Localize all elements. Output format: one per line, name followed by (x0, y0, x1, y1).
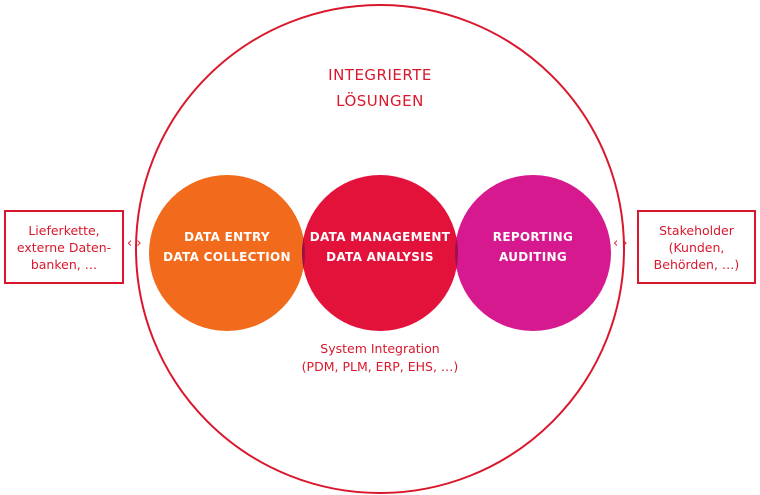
system-integration-list: (PDM, PLM, ERP, EHS, …) (301, 359, 459, 374)
outer-circle (135, 4, 625, 494)
supply-chain-line-2: externe Daten- (16, 239, 112, 255)
left-connector-chevrons: ‹ › (127, 236, 142, 251)
stakeholder-line-1: Stakeholder (659, 222, 734, 238)
system-integration-title: System Integration (320, 341, 440, 356)
supply-chain-line-1: Lieferkette, (28, 222, 100, 238)
stakeholder-line-2: (Kunden, (668, 239, 725, 255)
circle-label-entry-1: DATA ENTRY (184, 230, 270, 244)
title-line-1: INTEGRIERTE (328, 66, 432, 84)
circle-label-reporting-1: REPORTING (492, 230, 574, 244)
right-connector-chevrons: ‹ › (613, 236, 628, 251)
circle-data-entry (149, 175, 305, 331)
title-line-2: LÖSUNGEN (336, 92, 424, 110)
circle-label-management-1: DATA MANAGEMENT (309, 230, 451, 244)
circle-label-management-2: DATA ANALYSIS (326, 250, 434, 264)
circle-label-reporting-2: AUDITING (498, 250, 568, 264)
circle-data-management (302, 175, 458, 331)
stakeholder-box: Stakeholder (Kunden, Behörden, …) (637, 210, 756, 284)
supply-chain-box: Lieferkette, externe Daten- banken, … (4, 210, 124, 284)
circle-label-entry-2: DATA COLLECTION (163, 250, 291, 264)
stakeholder-line-3: Behörden, …) (653, 256, 740, 272)
circle-reporting (455, 175, 611, 331)
supply-chain-line-3: banken, … (30, 256, 98, 272)
